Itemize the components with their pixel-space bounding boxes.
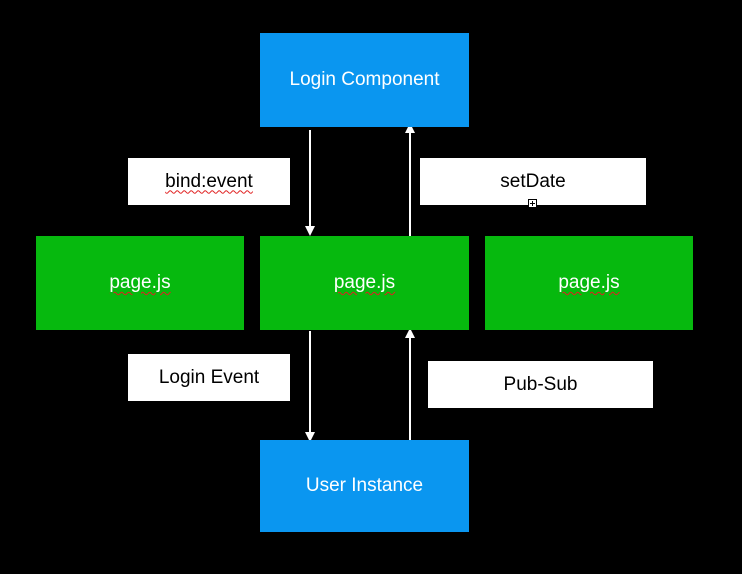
login-event-text: Login Event: [158, 366, 260, 388]
user-instance-label: User Instance: [305, 475, 424, 496]
expand-icon[interactable]: [528, 199, 537, 208]
page-js-center-node: page.js: [260, 236, 469, 330]
login-component-label: Login Component: [289, 69, 440, 90]
page-js-center-label: page.js: [333, 272, 396, 293]
login-event-edge-label: Login Event: [128, 354, 290, 401]
set-date-text: setDate: [500, 170, 566, 192]
bind-event-edge-label: bind:event: [128, 158, 290, 205]
user-instance-node: User Instance: [260, 440, 469, 532]
pub-sub-text: Pub-Sub: [503, 373, 578, 395]
page-js-left-node: page.js: [36, 236, 244, 330]
bind-event-text: bind:event: [165, 170, 253, 192]
pub-sub-edge-label: Pub-Sub: [428, 361, 653, 408]
login-component-node: Login Component: [260, 33, 469, 127]
page-js-right-label: page.js: [558, 272, 620, 293]
page-js-left-label: page.js: [109, 272, 171, 293]
page-js-right-node: page.js: [485, 236, 693, 330]
set-date-edge-label[interactable]: setDate: [420, 158, 646, 205]
